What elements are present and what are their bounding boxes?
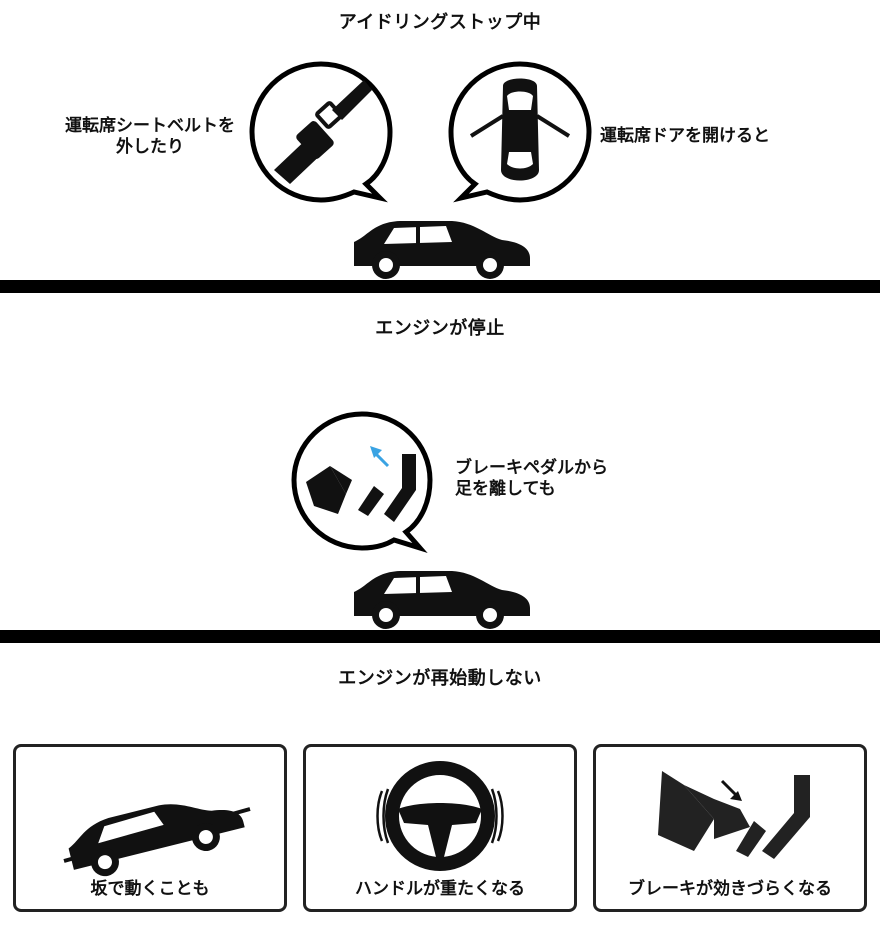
panel-steering: ハンドルが重たくなる [303, 744, 577, 912]
seatbelt-text: 運転席シートベルトを 外したり [55, 116, 245, 158]
panel-label: 坂で動くことも [90, 879, 210, 899]
brake-text: ブレーキペダルから 足を離しても [455, 458, 655, 500]
brake-release-bubble [291, 411, 433, 553]
panel-label: ハンドルが重たくなる [355, 879, 525, 899]
foot-pressing-pedal-icon [658, 771, 810, 859]
panel-slope: 坂で動くことも [13, 744, 287, 912]
ground-line [0, 280, 880, 293]
seatbelt-text-line1: 運転席シートベルトを [65, 116, 235, 136]
panel-label: ブレーキが効きづらくなる [628, 879, 832, 899]
seatbelt-buckle-icon [274, 80, 372, 184]
steering-wheel-icon [376, 761, 504, 871]
car-icon [354, 571, 530, 629]
page-title: アイドリングストップ中 [338, 12, 542, 33]
car-on-slope-icon [63, 804, 251, 877]
brake-text-line1: ブレーキペダルから [455, 458, 608, 478]
car-icon [354, 221, 530, 279]
seatbelt-text-line2: 外したり [116, 137, 184, 157]
engine-stop-caption: エンジンが停止 [375, 318, 505, 339]
car-open-doors-icon [469, 78, 571, 181]
foot-releasing-pedal-icon [306, 446, 416, 522]
car-door-bubble [448, 61, 592, 203]
ground-line [0, 630, 880, 643]
no-restart-caption: エンジンが再始動しない [338, 668, 542, 689]
seatbelt-bubble [249, 61, 393, 203]
brake-text-line2: 足を離しても [455, 479, 556, 499]
door-text: 運転席ドアを開けると [600, 126, 770, 146]
panel-brake: ブレーキが効きづらくなる [593, 744, 867, 912]
